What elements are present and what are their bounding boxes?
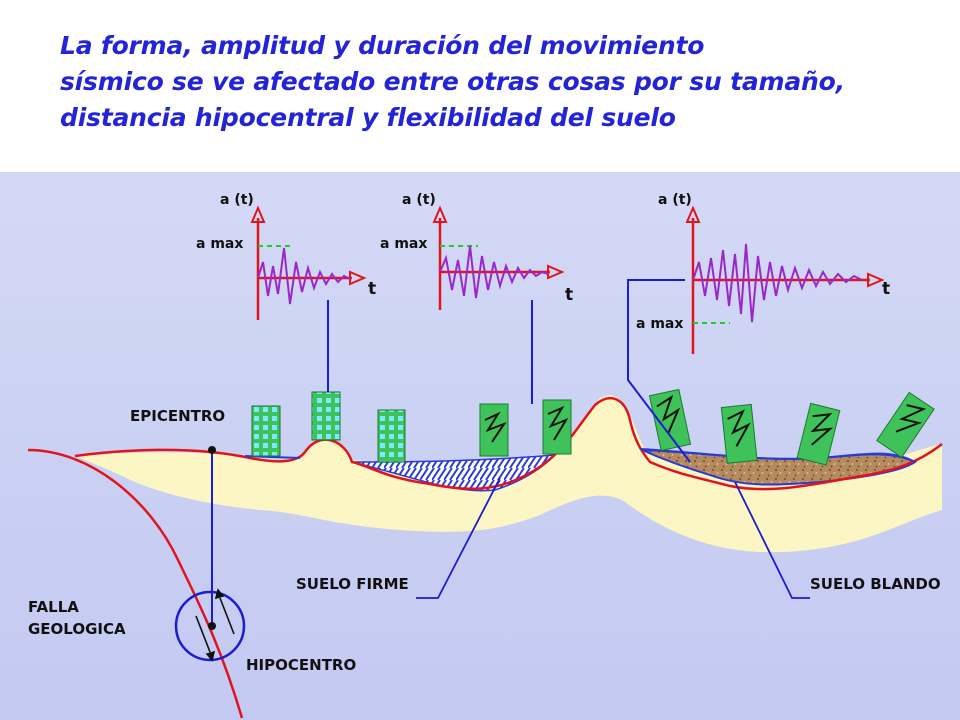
hypocenter-circle [174,590,246,662]
chart2-axis-y: a (t) [402,192,436,208]
seismogram-rock [250,205,367,320]
chart3-axis-x: t [882,279,890,299]
epicenter-dot [208,446,216,454]
seismic-diagram: a (t) a max t a (t) a max t a (t) a max … [0,172,960,720]
slide-title: La forma, amplitud y duración del movimi… [60,28,940,136]
chart3-axis-y: a (t) [658,192,692,208]
suelo-firme-label: SUELO FIRME [296,575,409,593]
building [720,403,758,464]
chart1-axis-y: a (t) [220,192,254,208]
buildings-firm-soil [479,399,572,457]
suelo-blando-label: SUELO BLANDO [810,575,941,593]
falla-label-2: GEOLOGICA [28,620,126,638]
title-line-2: sísmico se ve afectado entre otras cosas… [60,67,845,96]
falla-label-1: FALLA [28,598,79,616]
seismogram-soft-soil [685,205,885,354]
building [796,402,841,466]
chart3-amax: a max [636,316,683,332]
building [251,405,281,457]
hipocentro-label: HIPOCENTRO [246,656,356,674]
buildings-soft-soil [648,388,935,466]
chart-leader-lines [327,279,691,463]
chart2-amax: a max [380,236,427,252]
chart2-axis-x: t [565,285,573,305]
fault-motion-arrows [195,588,235,662]
buildings-rock [251,391,406,463]
building [479,403,509,457]
title-line-1: La forma, amplitud y duración del movimi… [60,31,705,60]
chart1-axis-x: t [368,279,376,299]
building [542,399,572,455]
firm-soil-layer [354,454,557,492]
label-leader-lines [416,477,810,599]
chart1-amax: a max [196,236,243,252]
building [311,391,341,441]
hypocenter-dot [208,622,216,630]
epicentro-label: EPICENTRO [130,407,225,425]
building [377,409,406,463]
title-line-3: distancia hipocentral y flexibilidad del… [60,103,676,132]
seismogram-firm-soil [432,205,565,310]
